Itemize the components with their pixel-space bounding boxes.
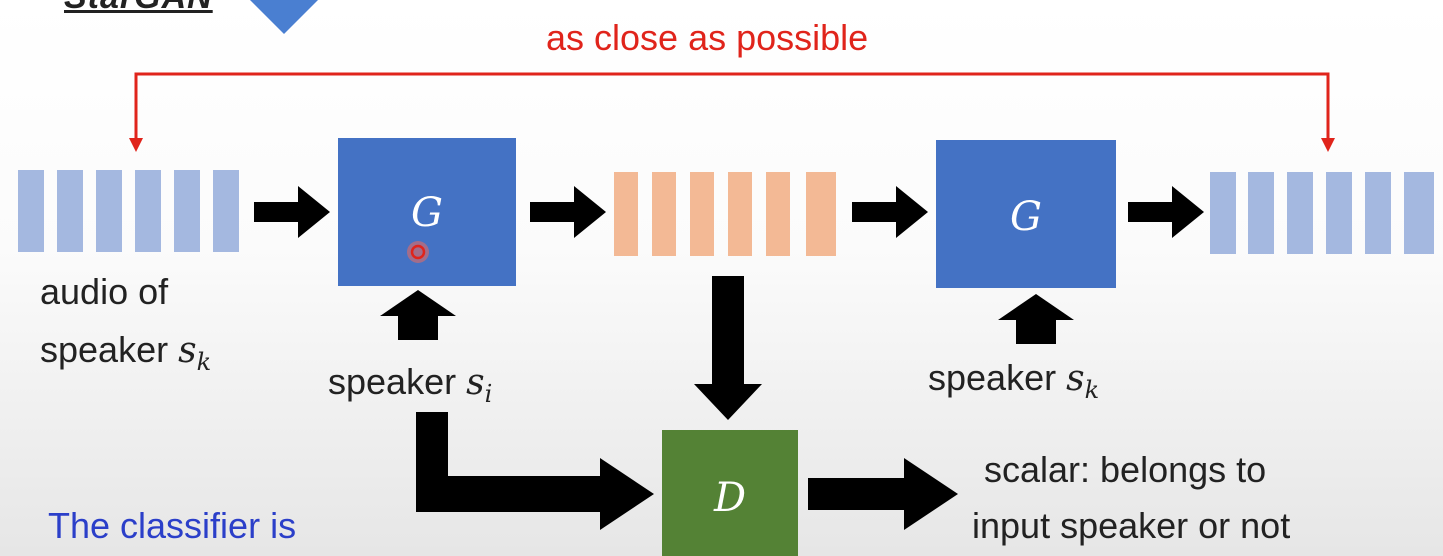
audio-word: audio: [40, 271, 129, 312]
up-arrow-icon: [380, 290, 1074, 344]
speaker-word: speaker: [40, 329, 169, 370]
classifier-text: The classifier is: [48, 505, 297, 546]
input-audio-bars: [18, 170, 239, 252]
audio-label-line1: audio of: [40, 266, 168, 318]
discriminator-label: D: [713, 475, 747, 521]
scalar-line1: scalar: belongs to: [984, 449, 1267, 490]
audio-label-line2: speaker sk: [40, 324, 211, 388]
speaker-to-d-arrow: [416, 412, 654, 530]
cursor-dot: [407, 241, 429, 263]
speaker-k-var: s: [1066, 358, 1085, 399]
of-word: of: [138, 271, 169, 312]
close-text: as close as possible: [546, 17, 869, 58]
generated-audio-bars: [614, 172, 836, 256]
generator-box-2: [936, 140, 1116, 288]
speaker-i-label: speaker si: [328, 356, 492, 420]
speaker-k-label: speaker sk: [928, 352, 1099, 416]
discriminator-box: [662, 430, 798, 556]
reconstructed-audio-bars: [1210, 172, 1434, 254]
speaker-var: s: [178, 330, 197, 371]
speaker-index: k: [196, 348, 212, 377]
arrow-icon: [254, 186, 1204, 530]
speaker-i-index: i: [484, 380, 493, 409]
down-arrow-to-d: [694, 276, 762, 420]
speaker-i-word: speaker: [328, 361, 457, 402]
speaker-k-index: k: [1084, 376, 1100, 405]
red-arrowhead-left: [129, 138, 143, 152]
generator-1-label: G: [411, 190, 443, 236]
speaker-k-word: speaker: [928, 357, 1057, 398]
stargan-title: StarGAN: [64, 0, 213, 17]
scalar-line2: input speaker or not: [972, 505, 1291, 546]
generator-2-label: G: [1010, 194, 1042, 240]
speaker-i-var: s: [466, 362, 485, 403]
close-bracket: [129, 72, 1335, 152]
generator-box-1: [338, 138, 516, 286]
red-arrowhead-right: [1321, 138, 1335, 152]
down-arrow-icon: [250, 0, 318, 34]
